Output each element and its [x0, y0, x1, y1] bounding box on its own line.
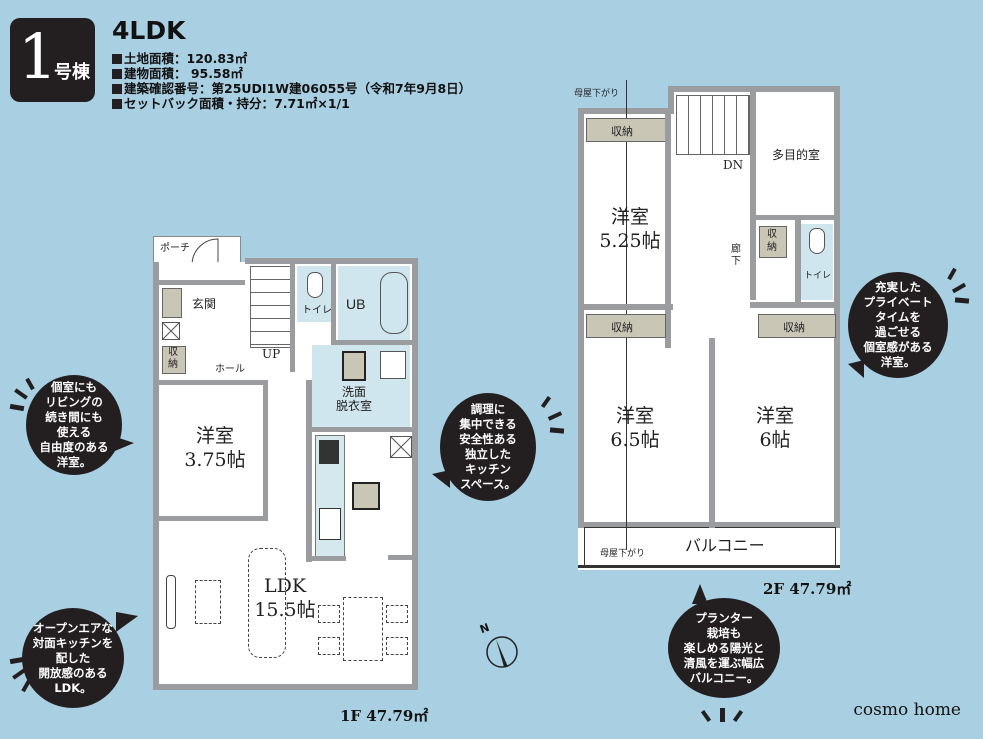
bullet-square-icon	[112, 54, 122, 64]
entrance: 玄関	[162, 288, 242, 318]
kitchen-counter	[315, 435, 345, 557]
storage-2f-left: 収納	[586, 314, 666, 338]
toilet-icon	[307, 272, 323, 298]
corridor-label: 廊 下	[731, 244, 741, 267]
bullet-square-icon	[112, 99, 122, 109]
building-number: 1	[18, 20, 58, 93]
fridge-icon	[352, 482, 380, 510]
storage-1f: 収 納	[162, 346, 186, 374]
spec-land-area: 土地面積：120.83㎡	[112, 51, 247, 66]
bullet-square-icon	[112, 84, 122, 94]
stairs-2f	[676, 95, 750, 155]
layout-title: 4LDK	[112, 16, 186, 45]
shoe-box-x-icon	[162, 322, 180, 340]
stove-icon	[319, 440, 339, 464]
floor2-area: 2F 47.79㎡	[763, 580, 852, 598]
compass: N	[478, 621, 522, 672]
spec-setback: セットバック面積・持分：7.71㎡×1/1	[112, 96, 350, 111]
storage-2f-right: 収納	[758, 314, 836, 338]
callout-bubble-ldk: オープンエアな 対面キッチンを 配した 開放感のある LDK。	[22, 608, 124, 708]
pantry-x-icon	[390, 436, 412, 458]
western-room-2f-6-5: 洋室 6.5帖	[610, 405, 660, 451]
storage-2f-small: 収 納	[759, 226, 787, 258]
western-room-2f-6: 洋室 6帖	[755, 405, 794, 451]
dining-table-icon	[343, 597, 383, 661]
floor1-area: 1F 47.79㎡	[340, 707, 429, 725]
spec-building-area: 建物面積： 95.58㎡	[112, 66, 243, 81]
western-room-1f: 洋室 3.75帖	[184, 425, 246, 471]
callout-bubble-western-room-1f: 個室にも リビングの 続き間にも 使える 自由度のある 洋室。	[26, 375, 122, 475]
toilet-2f: トイレ	[801, 224, 833, 300]
building-suffix: 号棟	[54, 62, 90, 83]
chair-icon	[318, 637, 340, 655]
door-swing-icon	[191, 238, 219, 266]
bathtub-icon	[380, 272, 408, 334]
stairs-dn-label: DN	[723, 158, 744, 172]
callout-bubble-balcony: プランター 栽培も 楽しめる陽光と 清風を運ぶ幅広 バルコニー。	[668, 598, 780, 698]
washbasin-icon	[380, 351, 406, 379]
chair-icon	[386, 637, 408, 655]
roof-note-bottom: 母屋下がり	[600, 549, 646, 559]
western-room-2f-5-25: 洋室 5.25帖	[599, 206, 661, 252]
stairs	[250, 266, 292, 348]
multipurpose-room: 多目的室	[771, 148, 820, 162]
storage-2f-top: 収納	[586, 118, 666, 142]
compass-north-arrow-icon	[486, 636, 518, 668]
callout-bubble-private-room: 充実した プライベート タイムを 過ごせる 個室感がある 洋室。	[848, 272, 948, 378]
callout-bubble-kitchen: 調理に 集中できる 安全性ある 独立した キッチン スペース。	[440, 393, 536, 501]
ldk-label: LDK 15.5帖	[254, 575, 316, 621]
bullet-square-icon	[112, 69, 122, 79]
unit-bath: UB	[338, 266, 410, 340]
sink-icon	[319, 508, 341, 540]
sofa-icon	[248, 548, 286, 658]
toilet-1f: トイレ	[297, 266, 332, 322]
washing-machine-icon	[342, 351, 366, 381]
building-badge: 1 号棟	[10, 18, 95, 102]
coffee-table-icon	[195, 580, 221, 624]
brand-name: cosmo home	[853, 700, 961, 720]
spec-permit-number: 建築確認番号：第25UDI1W建06055号（令和7年9月8日）	[112, 81, 471, 96]
roof-note-top: 母屋下がり	[574, 89, 620, 99]
tv-board-icon	[166, 575, 176, 629]
toilet-icon	[809, 228, 825, 254]
washroom: 洗面 脱衣室	[312, 345, 410, 427]
chair-icon	[318, 605, 340, 623]
chair-icon	[386, 605, 408, 623]
hall-label: ホール	[215, 364, 245, 375]
stairs-up-label: UP	[262, 347, 281, 361]
